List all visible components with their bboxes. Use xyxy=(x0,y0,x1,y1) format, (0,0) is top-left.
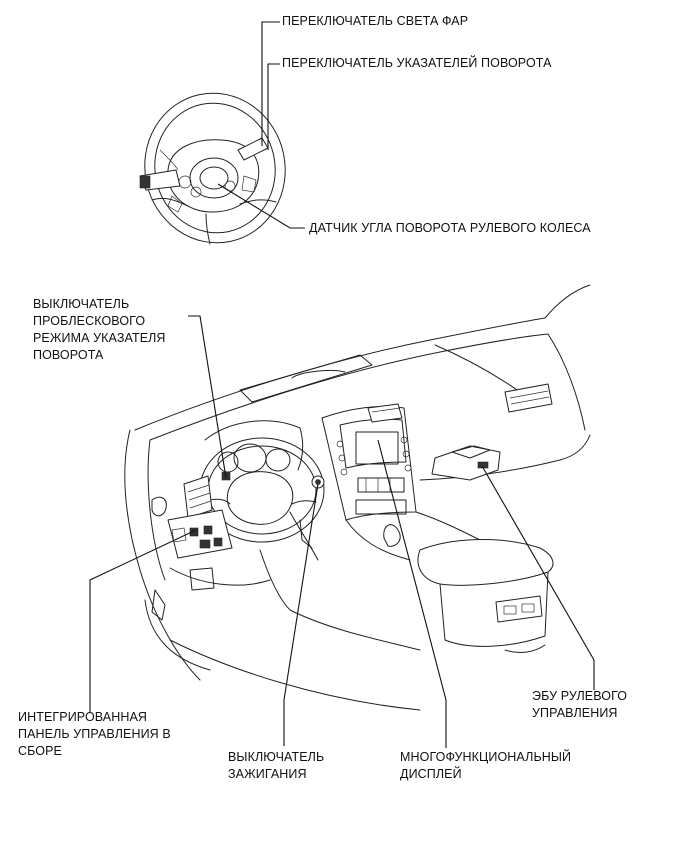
label-ignition-switch: ВЫКЛЮЧАТЕЛЬ ЗАЖИГАНИЯ xyxy=(228,749,324,783)
label-multi-display-line-2: ДИСПЛЕЙ xyxy=(400,767,462,781)
label-integrated-panel-line-1: ИНТЕГРИРОВАННАЯ xyxy=(18,710,148,724)
label-integrated-panel: ИНТЕГРИРОВАННАЯ ПАНЕЛЬ УПРАВЛЕНИЯ В СБОР… xyxy=(18,709,171,760)
label-headlight-switch: ПЕРЕКЛЮЧАТЕЛЬ СВЕТА ФАР xyxy=(282,14,469,28)
leader-turn-signal-switch xyxy=(267,63,280,150)
label-steering-ecu: ЭБУ РУЛЕВОГО УПРАВЛЕНИЯ xyxy=(532,688,627,722)
label-hazard-switch-line-4: ПОВОРОТА xyxy=(33,348,104,362)
label-steering-ecu-line-1: ЭБУ РУЛЕВОГО xyxy=(532,689,628,703)
label-integrated-panel-line-2: ПАНЕЛЬ УПРАВЛЕНИЯ В xyxy=(18,727,171,741)
leader-ignition-switch xyxy=(283,483,319,746)
leader-steering-angle-sensor xyxy=(217,183,305,229)
label-hazard-switch-line-1: ВЫКЛЮЧАТЕЛЬ xyxy=(33,297,130,311)
label-multi-display-line-1: МНОГОФУНКЦИОНАЛЬНЫЙ xyxy=(400,750,572,764)
leader-multi-display xyxy=(377,439,447,748)
label-hazard-switch-line-3: РЕЖИМА УКАЗАТЕЛЯ xyxy=(33,331,166,345)
label-multi-display: МНОГОФУНКЦИОНАЛЬНЫЙ ДИСПЛЕЙ xyxy=(400,749,571,783)
label-ignition-switch-line-2: ЗАЖИГАНИЯ xyxy=(228,767,307,781)
dashboard-illustration xyxy=(124,284,591,711)
label-hazard-switch-line-2: ПРОБЛЕСКОВОГО xyxy=(33,314,146,328)
label-steering-ecu-line-2: УПРАВЛЕНИЯ xyxy=(532,706,618,720)
label-ignition-switch-line-1: ВЫКЛЮЧАТЕЛЬ xyxy=(228,750,325,764)
label-turn-signal-switch: ПЕРЕКЛЮЧАТЕЛЬ УКАЗАТЕЛЕЙ ПОВОРОТА xyxy=(282,56,552,70)
label-hazard-switch: ВЫКЛЮЧАТЕЛЬ ПРОБЛЕСКОВОГО РЕЖИМА УКАЗАТЕ… xyxy=(33,296,166,364)
leader-steering-ecu xyxy=(481,465,595,690)
steering-wheel-illustration xyxy=(139,92,286,245)
label-steering-angle-sensor: ДАТЧИК УГЛА ПОВОРОТА РУЛЕВОГО КОЛЕСА xyxy=(309,221,591,235)
leader-hazard-switch xyxy=(188,315,227,479)
label-integrated-panel-line-3: СБОРЕ xyxy=(18,744,62,758)
leader-integrated-panel xyxy=(89,529,197,712)
leader-headlight-switch xyxy=(261,21,280,146)
